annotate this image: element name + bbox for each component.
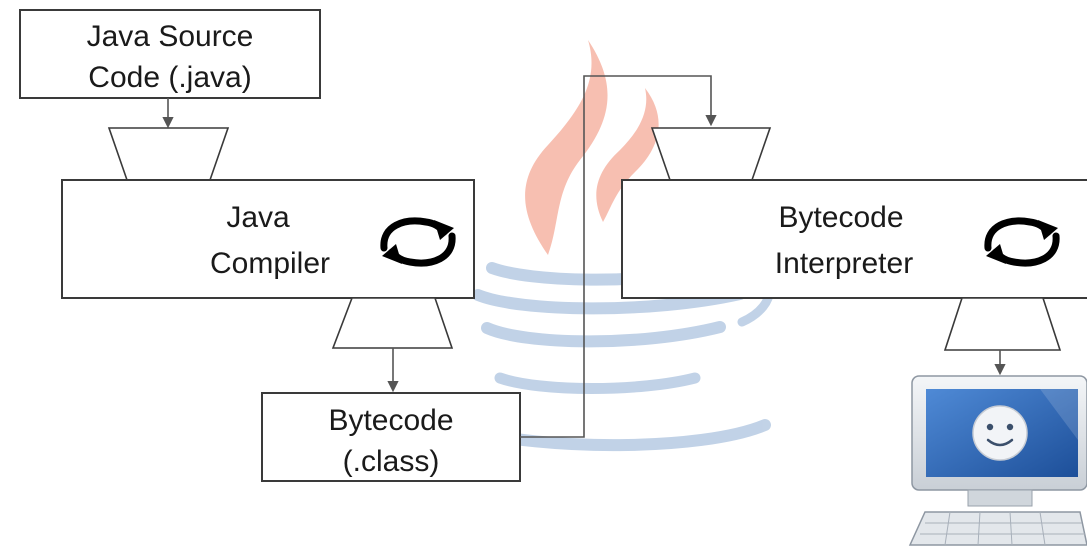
compiler-output-funnel [331,297,454,349]
java-compiler-box: Java Compiler [61,179,475,299]
java-flame-icon [525,40,659,255]
interpreter-label-line1: Bytecode [778,201,903,234]
java-source-code-box: Java Source Code (.java) [19,9,321,99]
compiler-label-line2: Compiler [210,247,330,280]
bytecode-label-line1: Bytecode [328,404,453,437]
refresh-cycle-icon [380,217,456,267]
interpreter-input-funnel [650,127,772,181]
refresh-cycle-icon [984,217,1060,267]
compiler-input-funnel [107,127,230,181]
arrow-bytecode-to-interpreter [520,75,717,438]
interpreter-output-funnel [943,297,1062,351]
bytecode-interpreter-box: Bytecode Interpreter [621,179,1087,299]
compiler-label-line1: Java [226,201,290,234]
smiley-face-icon [972,405,1028,461]
source-label-line2: Code (.java) [88,61,251,94]
keyboard [908,511,1087,546]
computer-monitor-icon [908,375,1087,546]
java-cup-icon [464,262,774,452]
interpreter-label-line2: Interpreter [775,247,913,280]
source-label-line1: Java Source [87,20,254,53]
bytecode-class-box: Bytecode (.class) [261,392,521,482]
java-logo-watermark [464,40,774,452]
bytecode-label-line2: (.class) [343,445,440,478]
monitor-stand [967,489,1033,507]
